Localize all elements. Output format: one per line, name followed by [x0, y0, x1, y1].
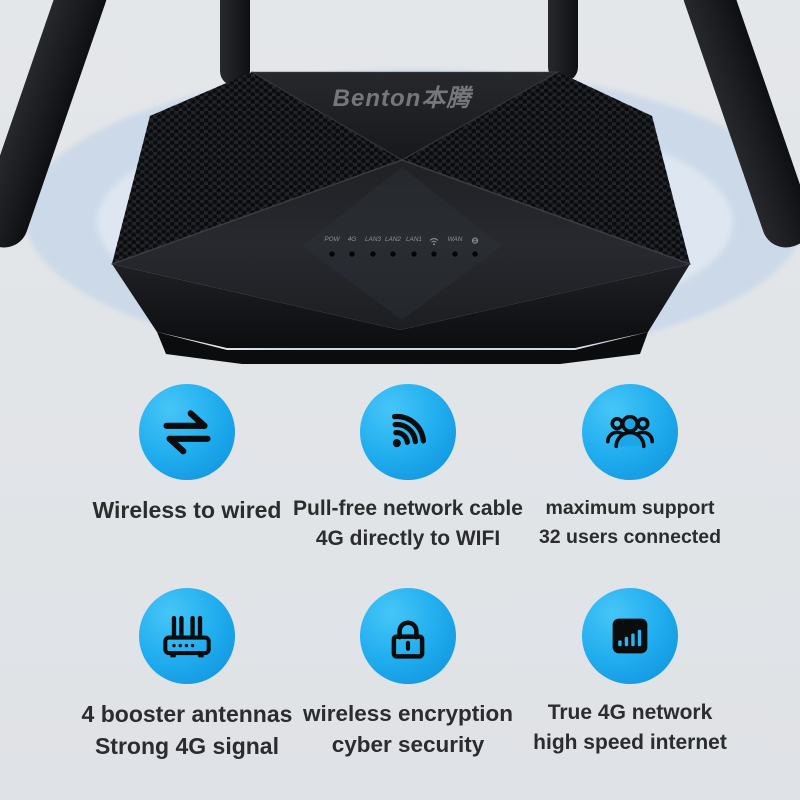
antenna-outer-right	[683, 0, 800, 248]
feature-4-antennas: 4 booster antennas Strong 4G signal	[57, 588, 317, 762]
feature-high-speed: True 4G network high speed internet	[500, 588, 760, 758]
led-label-lan2: LAN2	[385, 236, 401, 243]
led-internet-icon	[471, 237, 479, 244]
security-lock-icon	[391, 620, 425, 659]
exchange-arrows-icon-badge	[139, 384, 235, 480]
led-label-lan3: LAN3	[365, 236, 381, 243]
signal-bars-icon	[612, 618, 648, 654]
router-body	[111, 71, 691, 348]
users-group-icon	[606, 414, 654, 449]
led-wifi-icon	[429, 238, 439, 246]
feature-encryption: wireless encryption cyber security	[278, 588, 538, 760]
feature-4g-to-wifi: Pull-free network cable 4G directly to W…	[278, 384, 538, 554]
led-label-4g: 4G	[348, 236, 357, 243]
feature-caption: wireless encryption cyber security	[302, 701, 514, 757]
router-base	[157, 332, 648, 364]
brand-logo: Benton本腾	[333, 85, 474, 112]
feature-caption: Pull-free network cable 4G directly to W…	[293, 497, 523, 550]
wifi-signal-icon	[391, 413, 427, 448]
router-antennas-icon-badge	[139, 588, 235, 684]
feature-caption: True 4G network high speed internet	[533, 701, 727, 754]
antenna-inner-right	[548, 0, 578, 82]
feature-32-users: maximum support 32 users connected	[500, 384, 760, 552]
feature-caption: 4 booster antennas Strong 4G signal	[81, 701, 293, 759]
signal-bars-icon-badge	[582, 588, 678, 684]
led-row: POW 4G LAN3 LAN2 LAN1 WAN	[324, 236, 479, 258]
led-label-wan: WAN	[448, 236, 463, 243]
security-lock-icon-badge	[360, 588, 456, 684]
antenna-inner-left	[220, 0, 250, 86]
feature-wireless-to-wired: Wireless to wired	[57, 384, 317, 526]
users-group-icon-badge	[582, 384, 678, 480]
feature-caption: Wireless to wired	[92, 497, 282, 523]
led-label-lan1: LAN1	[406, 236, 422, 243]
antenna-outer-left	[0, 0, 107, 248]
router-antennas-icon	[163, 615, 211, 658]
router-photo: Benton本腾 POW 4G LAN3 LAN2 LAN1 WAN	[0, 0, 800, 364]
exchange-arrows-icon	[163, 410, 211, 455]
led-label-pow: POW	[324, 236, 340, 243]
wifi-signal-icon-badge	[360, 384, 456, 480]
feature-caption: maximum support 32 users connected	[538, 497, 722, 548]
led-dots	[328, 250, 479, 258]
